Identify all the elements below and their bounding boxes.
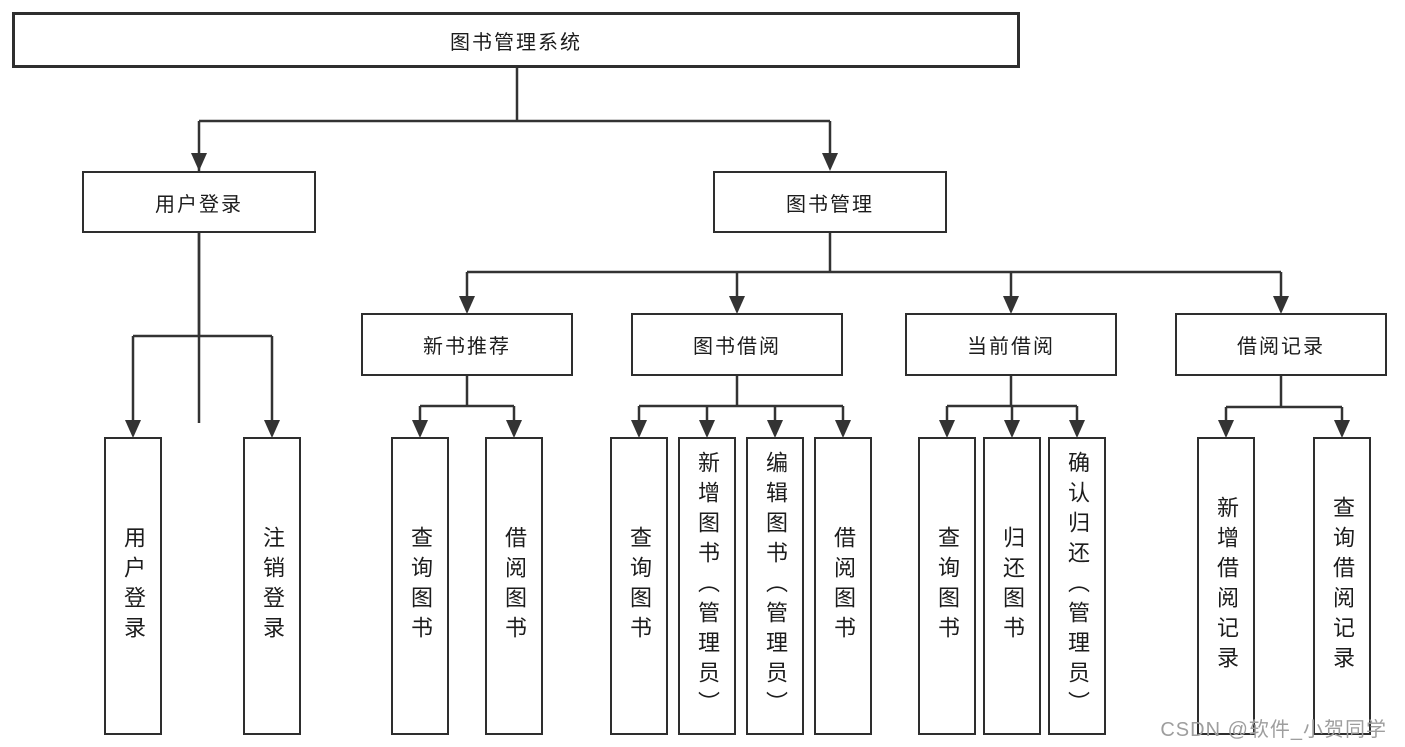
node-label: 图书借阅 <box>693 336 781 358</box>
arrow-down-icon <box>412 420 428 438</box>
leaf-query-borrow-record: 查询借阅记录 <box>1313 437 1371 735</box>
node-label: 确认归还（管理员） <box>1065 451 1090 721</box>
leaf-query-book-current: 查询图书 <box>918 437 976 735</box>
node-label: 当前借阅 <box>967 336 1055 358</box>
node-label: 查询图书 <box>408 526 433 646</box>
node-label: 用户登录 <box>155 193 243 216</box>
arrow-down-icon <box>506 420 522 438</box>
leaf-user-login: 用户登录 <box>104 437 162 735</box>
edge-borrowrecord-to-leaves <box>1224 376 1344 423</box>
arrow-down-icon <box>1273 296 1289 314</box>
edge-userlogin-to-leaves <box>131 233 274 423</box>
leaf-add-book-admin: 新增图书（管理员） <box>678 437 736 735</box>
leaf-query-book-recommend: 查询图书 <box>391 437 449 735</box>
node-label: 用户登录 <box>121 526 146 646</box>
arrow-down-icon <box>1334 420 1350 438</box>
leaf-confirm-return-admin: 确认归还（管理员） <box>1048 437 1106 735</box>
node-book-management: 图书管理 <box>713 171 947 233</box>
csdn-watermark: CSDN @软件_小贺同学 <box>1160 719 1387 741</box>
arrow-down-icon <box>835 420 851 438</box>
arrow-down-icon <box>125 420 141 438</box>
edge-bookborrow-to-leaves <box>637 376 845 423</box>
node-user-login: 用户登录 <box>82 171 316 233</box>
node-label: 借阅记录 <box>1237 336 1325 358</box>
leaf-query-book-borrow: 查询图书 <box>610 437 668 735</box>
node-label: 新增图书（管理员） <box>695 451 720 721</box>
node-label: 借阅图书 <box>831 526 856 646</box>
arrow-down-icon <box>631 420 647 438</box>
arrow-down-icon <box>729 296 745 314</box>
arrow-down-icon <box>1069 420 1085 438</box>
node-label: 查询图书 <box>627 526 652 646</box>
edge-currentborrow-to-leaves <box>945 376 1079 423</box>
node-label: 新书推荐 <box>423 336 511 358</box>
node-borrow-record: 借阅记录 <box>1175 313 1387 376</box>
leaf-return-book: 归还图书 <box>983 437 1041 735</box>
leaf-add-borrow-record: 新增借阅记录 <box>1197 437 1255 735</box>
arrow-down-icon <box>822 153 838 171</box>
edge-newbookrec-to-leaves <box>418 376 516 423</box>
leaf-borrow-book-recommend: 借阅图书 <box>485 437 543 735</box>
arrow-down-icon <box>1004 420 1020 438</box>
node-book-borrow: 图书借阅 <box>631 313 843 376</box>
node-new-book-recommend: 新书推荐 <box>361 313 573 376</box>
node-label: 编辑图书（管理员） <box>763 451 788 721</box>
leaf-borrow-book: 借阅图书 <box>814 437 872 735</box>
arrow-down-icon <box>939 420 955 438</box>
node-system-root: 图书管理系统 <box>12 12 1020 68</box>
arrow-down-icon <box>1218 420 1234 438</box>
node-label: 图书管理 <box>786 193 874 216</box>
arrow-down-icon <box>699 420 715 438</box>
edge-bookmgmt-to-level3 <box>465 233 1283 299</box>
node-label: 借阅图书 <box>502 526 527 646</box>
arrow-down-icon <box>191 153 207 171</box>
arrow-down-icon <box>1003 296 1019 314</box>
node-label: 注销登录 <box>260 526 285 646</box>
node-label: 查询借阅记录 <box>1330 496 1355 676</box>
leaf-edit-book-admin: 编辑图书（管理员） <box>746 437 804 735</box>
node-label: 查询图书 <box>935 526 960 646</box>
node-label: 图书管理系统 <box>450 31 582 54</box>
leaf-logout: 注销登录 <box>243 437 301 735</box>
arrow-down-icon <box>459 296 475 314</box>
arrow-down-icon <box>264 420 280 438</box>
node-label: 新增借阅记录 <box>1214 496 1239 676</box>
arrow-down-icon <box>767 420 783 438</box>
node-current-borrow: 当前借阅 <box>905 313 1117 376</box>
node-label: 归还图书 <box>1000 526 1025 646</box>
